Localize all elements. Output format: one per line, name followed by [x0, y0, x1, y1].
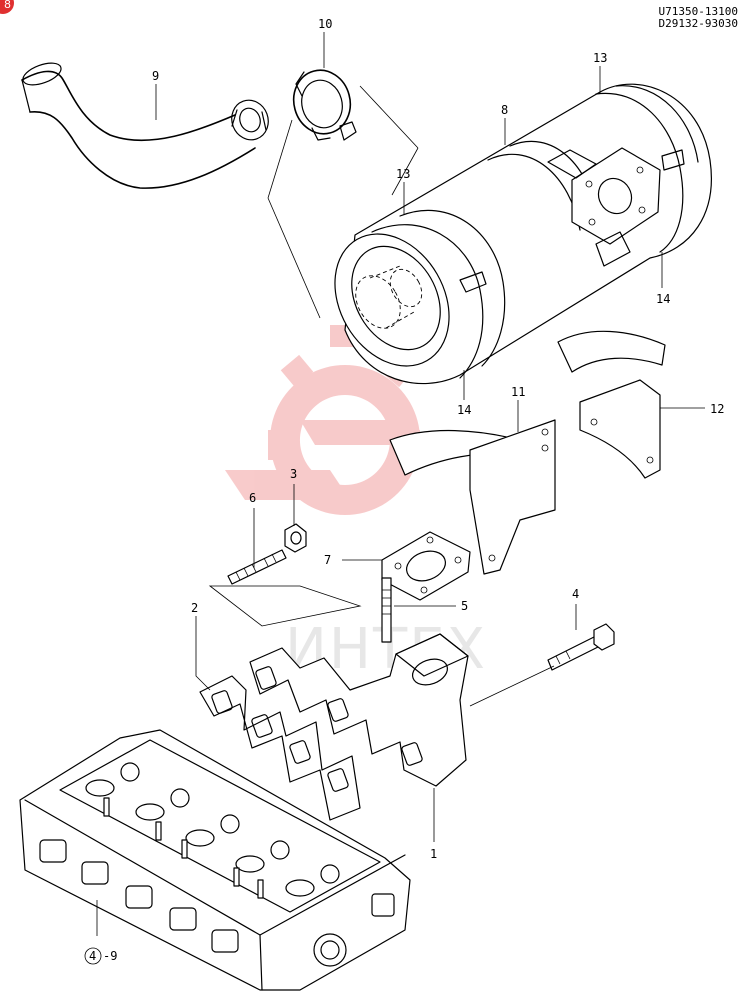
callout-2: 2 [191, 601, 198, 615]
hose-clamp [231, 99, 269, 141]
part-11-bracket [389, 419, 556, 575]
drawing-code-block: U71350-13100 D29132-93030 [659, 6, 738, 30]
callout-8: 8 [501, 103, 508, 117]
part-9-hose [21, 62, 269, 189]
group-line-b [267, 119, 293, 199]
callout-14-right: 14 [656, 292, 670, 306]
bolt-guide-line [469, 665, 555, 707]
part-1-exhaust-manifold [249, 633, 469, 787]
part-12-bracket [557, 330, 666, 479]
head-ports [85, 762, 340, 897]
callout-13-top: 13 [593, 51, 607, 65]
group-line-d [391, 147, 419, 196]
callout-7: 7 [324, 553, 331, 567]
callout-5: 5 [461, 599, 468, 613]
part-5-stud [381, 577, 392, 643]
callout-4-9-circle [84, 947, 102, 965]
part-4-bolt [547, 623, 615, 671]
callout-4-9-number: 4 [89, 949, 96, 963]
callout-3: 3 [290, 467, 297, 481]
callout-14-bottom: 14 [457, 403, 471, 417]
head-side-ports [39, 839, 395, 967]
group-line-a [267, 197, 321, 319]
part-7-gasket [381, 531, 471, 601]
drawing-code-1: U71350-13100 [658, 5, 738, 18]
part-2-gasket [199, 675, 361, 821]
callout-13-left: 13 [396, 167, 410, 181]
callout-11: 11 [511, 385, 525, 399]
callout-9: 9 [152, 69, 159, 83]
drawing-code-2: D29132-93030 [658, 17, 738, 30]
part-10-clamp [292, 69, 357, 141]
callout-labels: 10 9 13 8 13 14 14 11 12 3 6 7 5 4 2 1 4… [84, 17, 724, 965]
callout-6: 6 [249, 491, 256, 505]
part-6-stud [227, 549, 287, 585]
callout-10: 10 [318, 17, 332, 31]
part-3-nut [284, 523, 307, 553]
group-line-c [359, 85, 419, 149]
group-bracket-2 [208, 585, 362, 627]
callout-12: 12 [710, 402, 724, 416]
part-4-9-cylinder-head [19, 729, 411, 991]
leader-lines [96, 32, 705, 936]
callout-1: 1 [430, 847, 437, 861]
callout-4-9-suffix: -9 [103, 949, 117, 963]
callout-4: 4 [572, 587, 579, 601]
part-8-muffler [334, 83, 712, 385]
corner-badge: 8 [0, 0, 14, 14]
head-studs [103, 797, 264, 899]
